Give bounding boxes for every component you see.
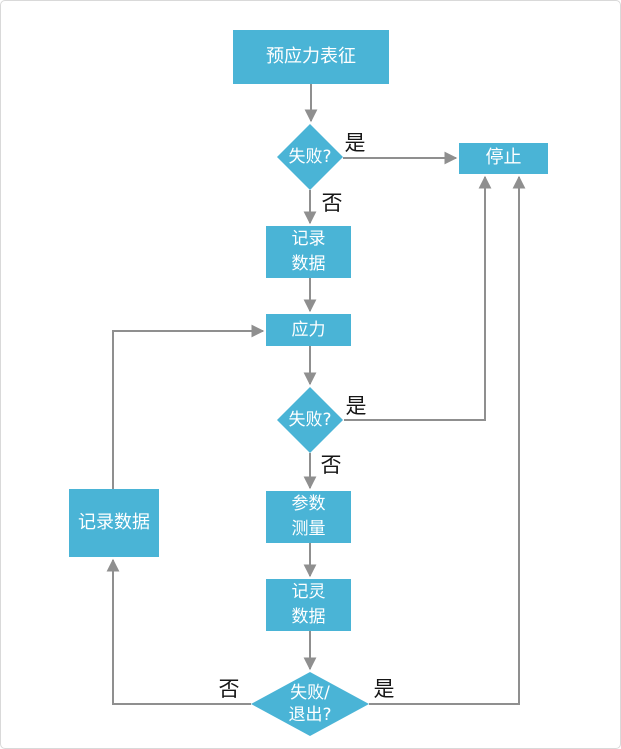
node-parameter-measurement: 参数 测量 — [266, 491, 351, 543]
connector-failexit-no-to-recordleft — [106, 558, 251, 705]
node-stop: 停止 — [459, 143, 548, 174]
node-record-data-2: 记灵 数据 — [266, 579, 351, 631]
node-prestress-characterization: 预应力表征 — [233, 30, 389, 84]
connector-fail2-yes-to-stop — [344, 175, 492, 421]
node-record-data-1: 记录 数据 — [266, 226, 351, 278]
edge-label-yes-2: 是 — [345, 394, 367, 418]
edge-label-no-3: 否 — [218, 677, 240, 701]
connector-failexit-yes-to-stop — [369, 175, 526, 705]
connector-recordleft-to-stress — [112, 324, 265, 489]
edge-label-yes-1: 是 — [344, 131, 366, 155]
edge-label-yes-3: 是 — [373, 677, 395, 701]
edge-label-no-1: 否 — [321, 191, 343, 215]
node-record-data-left: 记录数据 — [69, 489, 159, 557]
edge-label-no-2: 否 — [320, 453, 342, 477]
node-stress: 应力 — [266, 314, 351, 346]
